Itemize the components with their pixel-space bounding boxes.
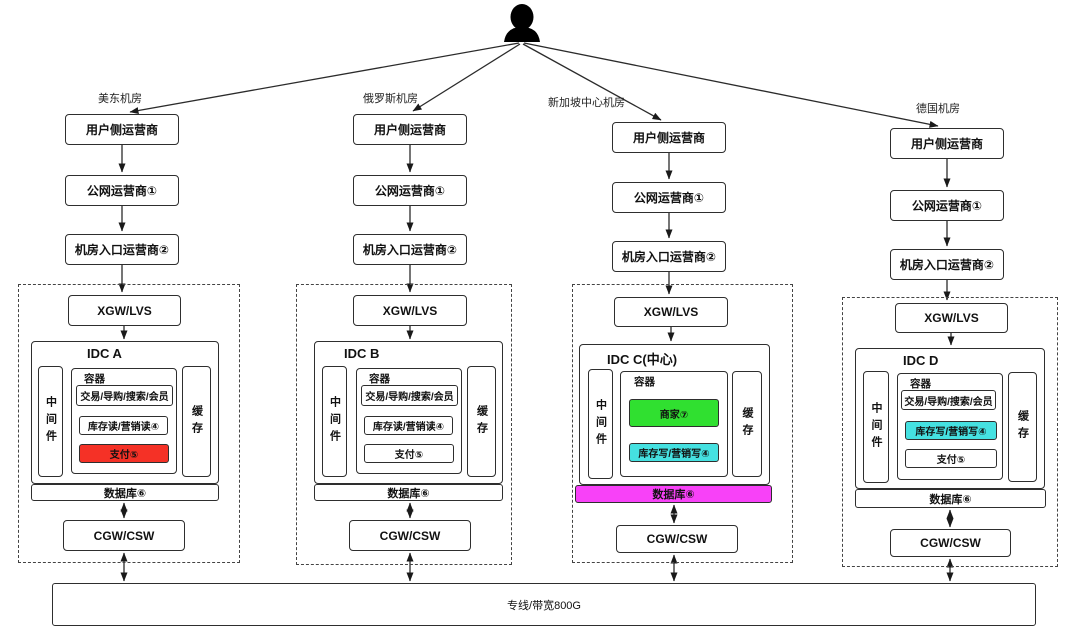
database-bar: 数据库⑥ [31, 484, 219, 501]
user-isp-box: 用户侧运营商 [612, 122, 726, 153]
xgw-lvs-box: XGW/LVS [614, 297, 728, 327]
middleware-label: 中间件 [44, 396, 57, 447]
cgw-csw-box: CGW/CSW [349, 520, 471, 551]
region-label: 美东机房 [98, 93, 142, 105]
container-label: 容器 [369, 373, 390, 385]
middleware-label: 中间件 [870, 401, 882, 453]
database-bar: 数据库⑥ [855, 489, 1046, 508]
entrance-isp-box: 机房入口运营商② [65, 234, 179, 265]
cache-box: 缓存 [467, 366, 496, 477]
container-label: 容器 [910, 378, 931, 390]
idc-zone-dashed-border [18, 284, 240, 563]
xgw-lvs-box: XGW/LVS [353, 295, 467, 326]
idc-zone-dashed-border [842, 297, 1058, 567]
cgw-csw-box: CGW/CSW [616, 525, 738, 553]
middleware-box: 中间件 [863, 371, 889, 483]
user-fanout-arrows [129, 42, 939, 128]
middleware-label: 中间件 [328, 396, 341, 447]
middleware-box: 中间件 [588, 369, 613, 479]
entrance-isp-box: 机房入口运营商② [612, 241, 726, 272]
col1-flow-arrows [118, 145, 128, 582]
service-box: 库存写/营销写④ [629, 443, 719, 462]
idc-title: IDC A [87, 346, 122, 361]
database-bar: 数据库⑥ [314, 484, 503, 501]
service-box: 商家⑦ [629, 399, 719, 427]
cache-label: 缓存 [1016, 410, 1029, 444]
xgw-lvs-box: XGW/LVS [895, 303, 1008, 333]
col3-flow-arrows [665, 153, 678, 582]
service-box: 支付⑤ [79, 444, 169, 463]
cache-box: 缓存 [1008, 372, 1037, 482]
middleware-box: 中间件 [38, 366, 63, 477]
container-label: 容器 [84, 373, 105, 385]
service-box: 交易/导购/搜索/会员 [76, 385, 173, 406]
public-isp-box: 公网运营商① [890, 190, 1004, 221]
container-label: 容器 [634, 376, 655, 388]
cgw-csw-box: CGW/CSW [890, 529, 1011, 557]
entrance-isp-box: 机房入口运营商② [353, 234, 467, 265]
middleware-label: 中间件 [594, 398, 607, 450]
region-label: 德国机房 [916, 103, 960, 115]
service-box: 支付⑤ [364, 444, 454, 463]
entrance-isp-box: 机房入口运营商② [890, 249, 1004, 280]
service-box: 交易/导购/搜索/会员 [361, 385, 458, 406]
service-box: 支付⑤ [905, 449, 997, 468]
idc-title: IDC B [344, 346, 380, 361]
database-bar: 数据库⑥ [575, 485, 772, 503]
public-isp-box: 公网运营商① [353, 175, 467, 206]
service-box: 库存读/营销读④ [364, 416, 453, 435]
backbone-bar: 专线/带宽800G [52, 583, 1036, 626]
idc-zone-dashed-border [296, 284, 512, 565]
public-isp-box: 公网运营商① [65, 175, 179, 206]
cache-label: 缓存 [741, 407, 753, 441]
public-isp-box: 公网运营商① [612, 182, 726, 213]
col4-flow-arrows [943, 159, 955, 582]
idc-zone-dashed-border [572, 284, 793, 563]
service-box: 库存写/营销写④ [905, 421, 997, 440]
user-isp-box: 用户侧运营商 [65, 114, 179, 145]
cache-box: 缓存 [182, 366, 211, 477]
service-box: 交易/导购/搜索/会员 [901, 390, 996, 410]
user-isp-box: 用户侧运营商 [353, 114, 467, 145]
user-silhouette-icon [504, 4, 540, 42]
middleware-box: 中间件 [322, 366, 347, 477]
idc-title: IDC D [903, 353, 939, 368]
user-isp-box: 用户侧运营商 [890, 128, 1004, 159]
region-label: 俄罗斯机房 [363, 93, 418, 105]
cache-label: 缓存 [475, 404, 488, 439]
idc-title: IDC C(中心) [607, 352, 678, 367]
cache-box: 缓存 [732, 371, 762, 477]
region-label: 新加坡中心机房 [548, 97, 625, 109]
cgw-csw-box: CGW/CSW [63, 520, 185, 551]
service-box: 库存读/营销读④ [79, 416, 168, 435]
cache-label: 缓存 [190, 404, 203, 439]
xgw-lvs-box: XGW/LVS [68, 295, 181, 326]
